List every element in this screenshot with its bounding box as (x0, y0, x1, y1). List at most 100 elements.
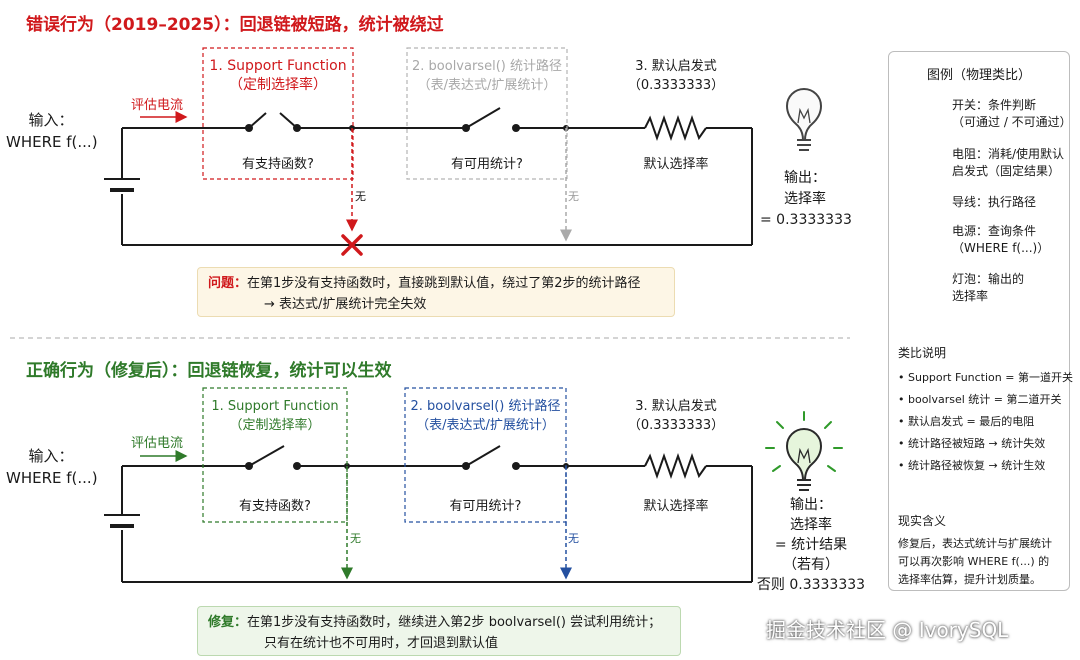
top-wu-label-1: 无 (355, 190, 366, 203)
legend-meaning-line2: 可以再次影响 WHERE f(...) 的 (898, 555, 1050, 568)
bottom-battery-symbol (104, 514, 140, 528)
legend-switch-line2: （可通过 / 不可通过） (952, 115, 1072, 129)
bottom-circuit (121, 465, 753, 583)
bottom-output-line5: 否则 0.3333333 (756, 577, 866, 593)
bottom-box2-line1: 2. boolvarsel() 统计路径 (410, 399, 561, 414)
top-output-line2: 选择率 (784, 191, 826, 207)
top-step3-title: 3. 默认启发式 （0.3333333） (620, 57, 732, 95)
top-problem-line1: 在第1步没有支持函数时，直接跳到默认值，绕过了第2步的统计路径 (247, 276, 641, 291)
legend-resistor-line2: 启发式（固定结果） (952, 164, 1061, 178)
legend-analogy-item: • boolvarsel 统计 = 第二道开关 (898, 393, 1062, 406)
top-input-label: 输入： WHERE f(...) (6, 109, 98, 153)
bottom-bulb-lit-icon (765, 411, 843, 491)
top-circuit (121, 127, 753, 246)
top-output-line1: 输出： (784, 170, 826, 186)
top-step3-line2: （0.3333333） (627, 78, 725, 93)
legend-panel (888, 51, 1070, 591)
top-box2-line2: （表/表达式/扩展统计） (417, 78, 557, 93)
legend-switch-text: 开关：条件判断 （可通过 / 不可通过） (952, 97, 1072, 131)
legend-battery-text: 电源：查询条件 （WHERE f(...)） (952, 223, 1049, 257)
bottom-output-label: 输出： 选择率 = 统计结果 （若有） 否则 0.3333333 (752, 495, 870, 595)
bottom-input-label-text: 输入： (28, 447, 74, 465)
bottom-step3-line1: 3. 默认启发式 (635, 399, 717, 414)
bottom-box1-line2: （定制选择率） (229, 418, 321, 433)
bottom-box2-question: 有可用统计? (449, 499, 522, 514)
legend-meaning-line3: 选择率估算，提升计划质量。 (898, 573, 1041, 586)
top-input-value: WHERE f(...) (6, 133, 98, 151)
bottom-fix-line2: 只有在统计也不可用时，才回退到默认值 (264, 636, 499, 651)
legend-meaning-text: 修复后，表达式统计与扩展统计 可以再次影响 WHERE f(...) 的 选择率… (898, 535, 1052, 589)
bottom-wu-label-1: 无 (350, 532, 361, 545)
legend-bulb-text: 灯泡：输出的 选择率 (952, 271, 1024, 305)
bottom-switch-1 (245, 445, 301, 470)
top-output-line3: = 0.3333333 (760, 212, 852, 228)
bottom-fix-line1: 在第1步没有支持函数时，继续进入第2步 boolvarsel() 尝试利用统计； (247, 615, 662, 630)
legend-title: 图例（物理类比） (926, 68, 1031, 83)
legend-analogy-item: • Support Function = 第一道开关 (898, 371, 1073, 384)
bottom-section-title: 正确行为（修复后）：回退链恢复，统计可以生效 (26, 361, 392, 381)
top-box1-question: 有支持函数? (242, 157, 314, 172)
top-current-label: 评估电流 (131, 98, 184, 113)
legend-resistor-line1: 电阻：消耗/使用默认 (952, 147, 1065, 161)
bottom-current-label: 评估电流 (131, 436, 184, 451)
legend-wire-text: 导线：执行路径 (952, 195, 1037, 209)
top-error-cross-icon (341, 234, 363, 256)
bottom-box2-title: 2. boolvarsel() 统计路径 （表/表达式/扩展统计） (402, 397, 569, 435)
bottom-step3-question: 默认选择率 (643, 499, 709, 514)
legend-meaning-line1: 修复后，表达式统计与扩展统计 (898, 537, 1052, 550)
bottom-box1-line1: 1. Support Function (211, 399, 339, 414)
top-step3-line1: 3. 默认启发式 (635, 59, 717, 74)
bottom-switch-2 (462, 445, 520, 470)
top-box-boolvarsel (406, 47, 568, 180)
legend-analogy-item: • 统计路径被短路 → 统计失效 (898, 437, 1046, 450)
top-box2-line1: 2. boolvarsel() 统计路径 (412, 59, 562, 74)
top-switch-2 (462, 107, 520, 132)
bottom-output-line1: 输出： (790, 497, 832, 513)
bottom-input-value: WHERE f(...) (6, 469, 98, 487)
top-input-label-text: 输入： (28, 111, 74, 129)
top-wu-label-2: 无 (568, 190, 579, 203)
legend-analogy-list: • Support Function = 第一道开关 • boolvarsel … (898, 367, 1073, 477)
bottom-wu-label-2: 无 (568, 532, 579, 545)
bottom-box1-title: 1. Support Function （定制选择率） (203, 397, 347, 435)
legend-bulb-line1: 灯泡：输出的 (952, 272, 1025, 286)
legend-meaning-title: 现实含义 (898, 514, 947, 528)
top-switch-1 (245, 112, 301, 132)
watermark: 掘金技术社区 @ IvorySQL (766, 618, 1009, 642)
legend-battery-line2: （WHERE f(...)） (952, 241, 1050, 255)
top-box1-title: 1. Support Function （定制选择率） (203, 57, 353, 95)
top-battery-symbol (104, 178, 140, 192)
top-problem-line2: → 表达式/扩展统计完全失效 (264, 297, 427, 312)
bottom-output-line2: 选择率 (790, 517, 832, 533)
bottom-box-support-function (202, 387, 348, 523)
legend-resistor-text: 电阻：消耗/使用默认 启发式（固定结果） (952, 146, 1064, 180)
top-box1-line2: （定制选择率） (229, 77, 327, 93)
legend-battery-line1: 电源：查询条件 (952, 224, 1037, 238)
bottom-output-line3: = 统计结果 (774, 537, 848, 553)
legend-analogy-title: 类比说明 (898, 346, 947, 360)
bottom-box-boolvarsel (404, 387, 567, 523)
top-box2-title: 2. boolvarsel() 统计路径 （表/表达式/扩展统计） (404, 57, 570, 95)
bottom-step3-line2: （0.3333333） (627, 418, 725, 433)
legend-switch-line1: 开关：条件判断 (952, 98, 1037, 112)
top-problem-label: 问题： (208, 276, 248, 291)
legend-analogy-item: • 统计路径被恢复 → 统计生效 (898, 459, 1046, 472)
legend-analogy-item: • 默认启发式 = 最后的电阻 (898, 415, 1035, 428)
bottom-input-label: 输入： WHERE f(...) (6, 445, 98, 489)
top-output-label: 输出： 选择率 = 0.3333333 (760, 168, 852, 231)
top-resistor (644, 114, 707, 142)
bottom-box2-line2: （表/表达式/扩展统计） (416, 418, 555, 433)
bottom-resistor (644, 452, 707, 480)
top-box1-line1: 1. Support Function (209, 58, 347, 74)
top-bulb-icon (785, 88, 823, 151)
top-step3-question: 默认选择率 (643, 157, 709, 172)
bottom-step3-title: 3. 默认启发式 （0.3333333） (620, 397, 732, 435)
bottom-box1-question: 有支持函数? (239, 499, 311, 514)
bottom-fix-label: 修复： (208, 615, 248, 630)
bottom-fix-box: 修复：在第1步没有支持函数时，继续进入第2步 boolvarsel() 尝试利用… (197, 606, 681, 656)
top-section-title: 错误行为（2019–2025）：回退链被短路，统计被绕过 (26, 15, 444, 35)
top-box2-question: 有可用统计? (451, 157, 523, 172)
bottom-output-line4: （若有） (783, 557, 839, 573)
legend-bulb-line2: 选择率 (952, 289, 989, 303)
